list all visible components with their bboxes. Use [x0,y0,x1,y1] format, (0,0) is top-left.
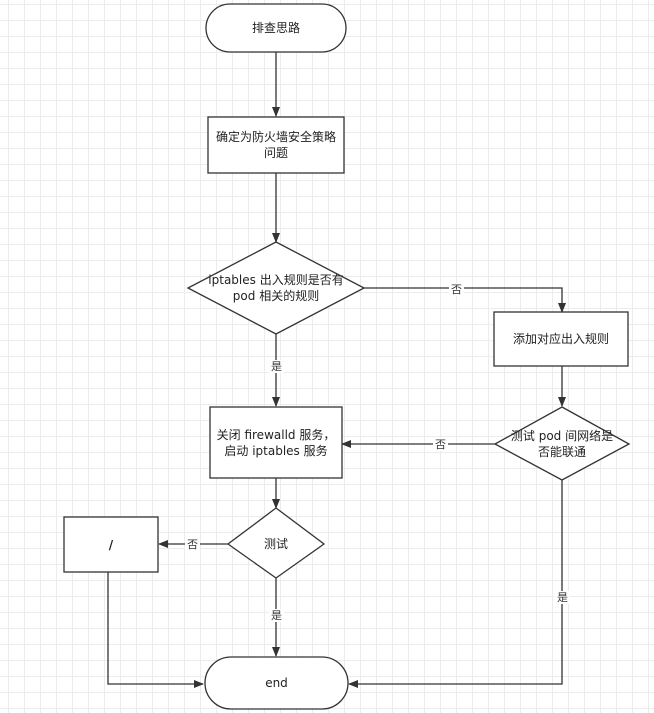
edge-label-yes-2: 是 [555,591,570,604]
node-start-shape [205,3,347,53]
edge-label-no-1: 否 [449,283,464,296]
node-iptables-check-shape [186,241,366,335]
edge-label-no-2: 否 [433,438,448,451]
edge-label-no-3: 否 [185,538,200,551]
node-close-firewalld-shape [209,406,343,479]
edge-label-yes-1: 是 [269,360,284,373]
edge-label-yes-3: 是 [269,609,284,622]
edge-check-no-to-add [364,287,566,313]
node-slash-shape [63,516,159,573]
edge-slash-to-end [107,572,204,688]
node-add-rules-shape [493,311,629,367]
node-test-shape [226,507,326,579]
node-test-pod-shape [493,406,631,481]
node-end-shape [204,656,349,710]
node-determine-shape [207,116,345,174]
edge-testpod-yes-to-end [348,480,563,688]
